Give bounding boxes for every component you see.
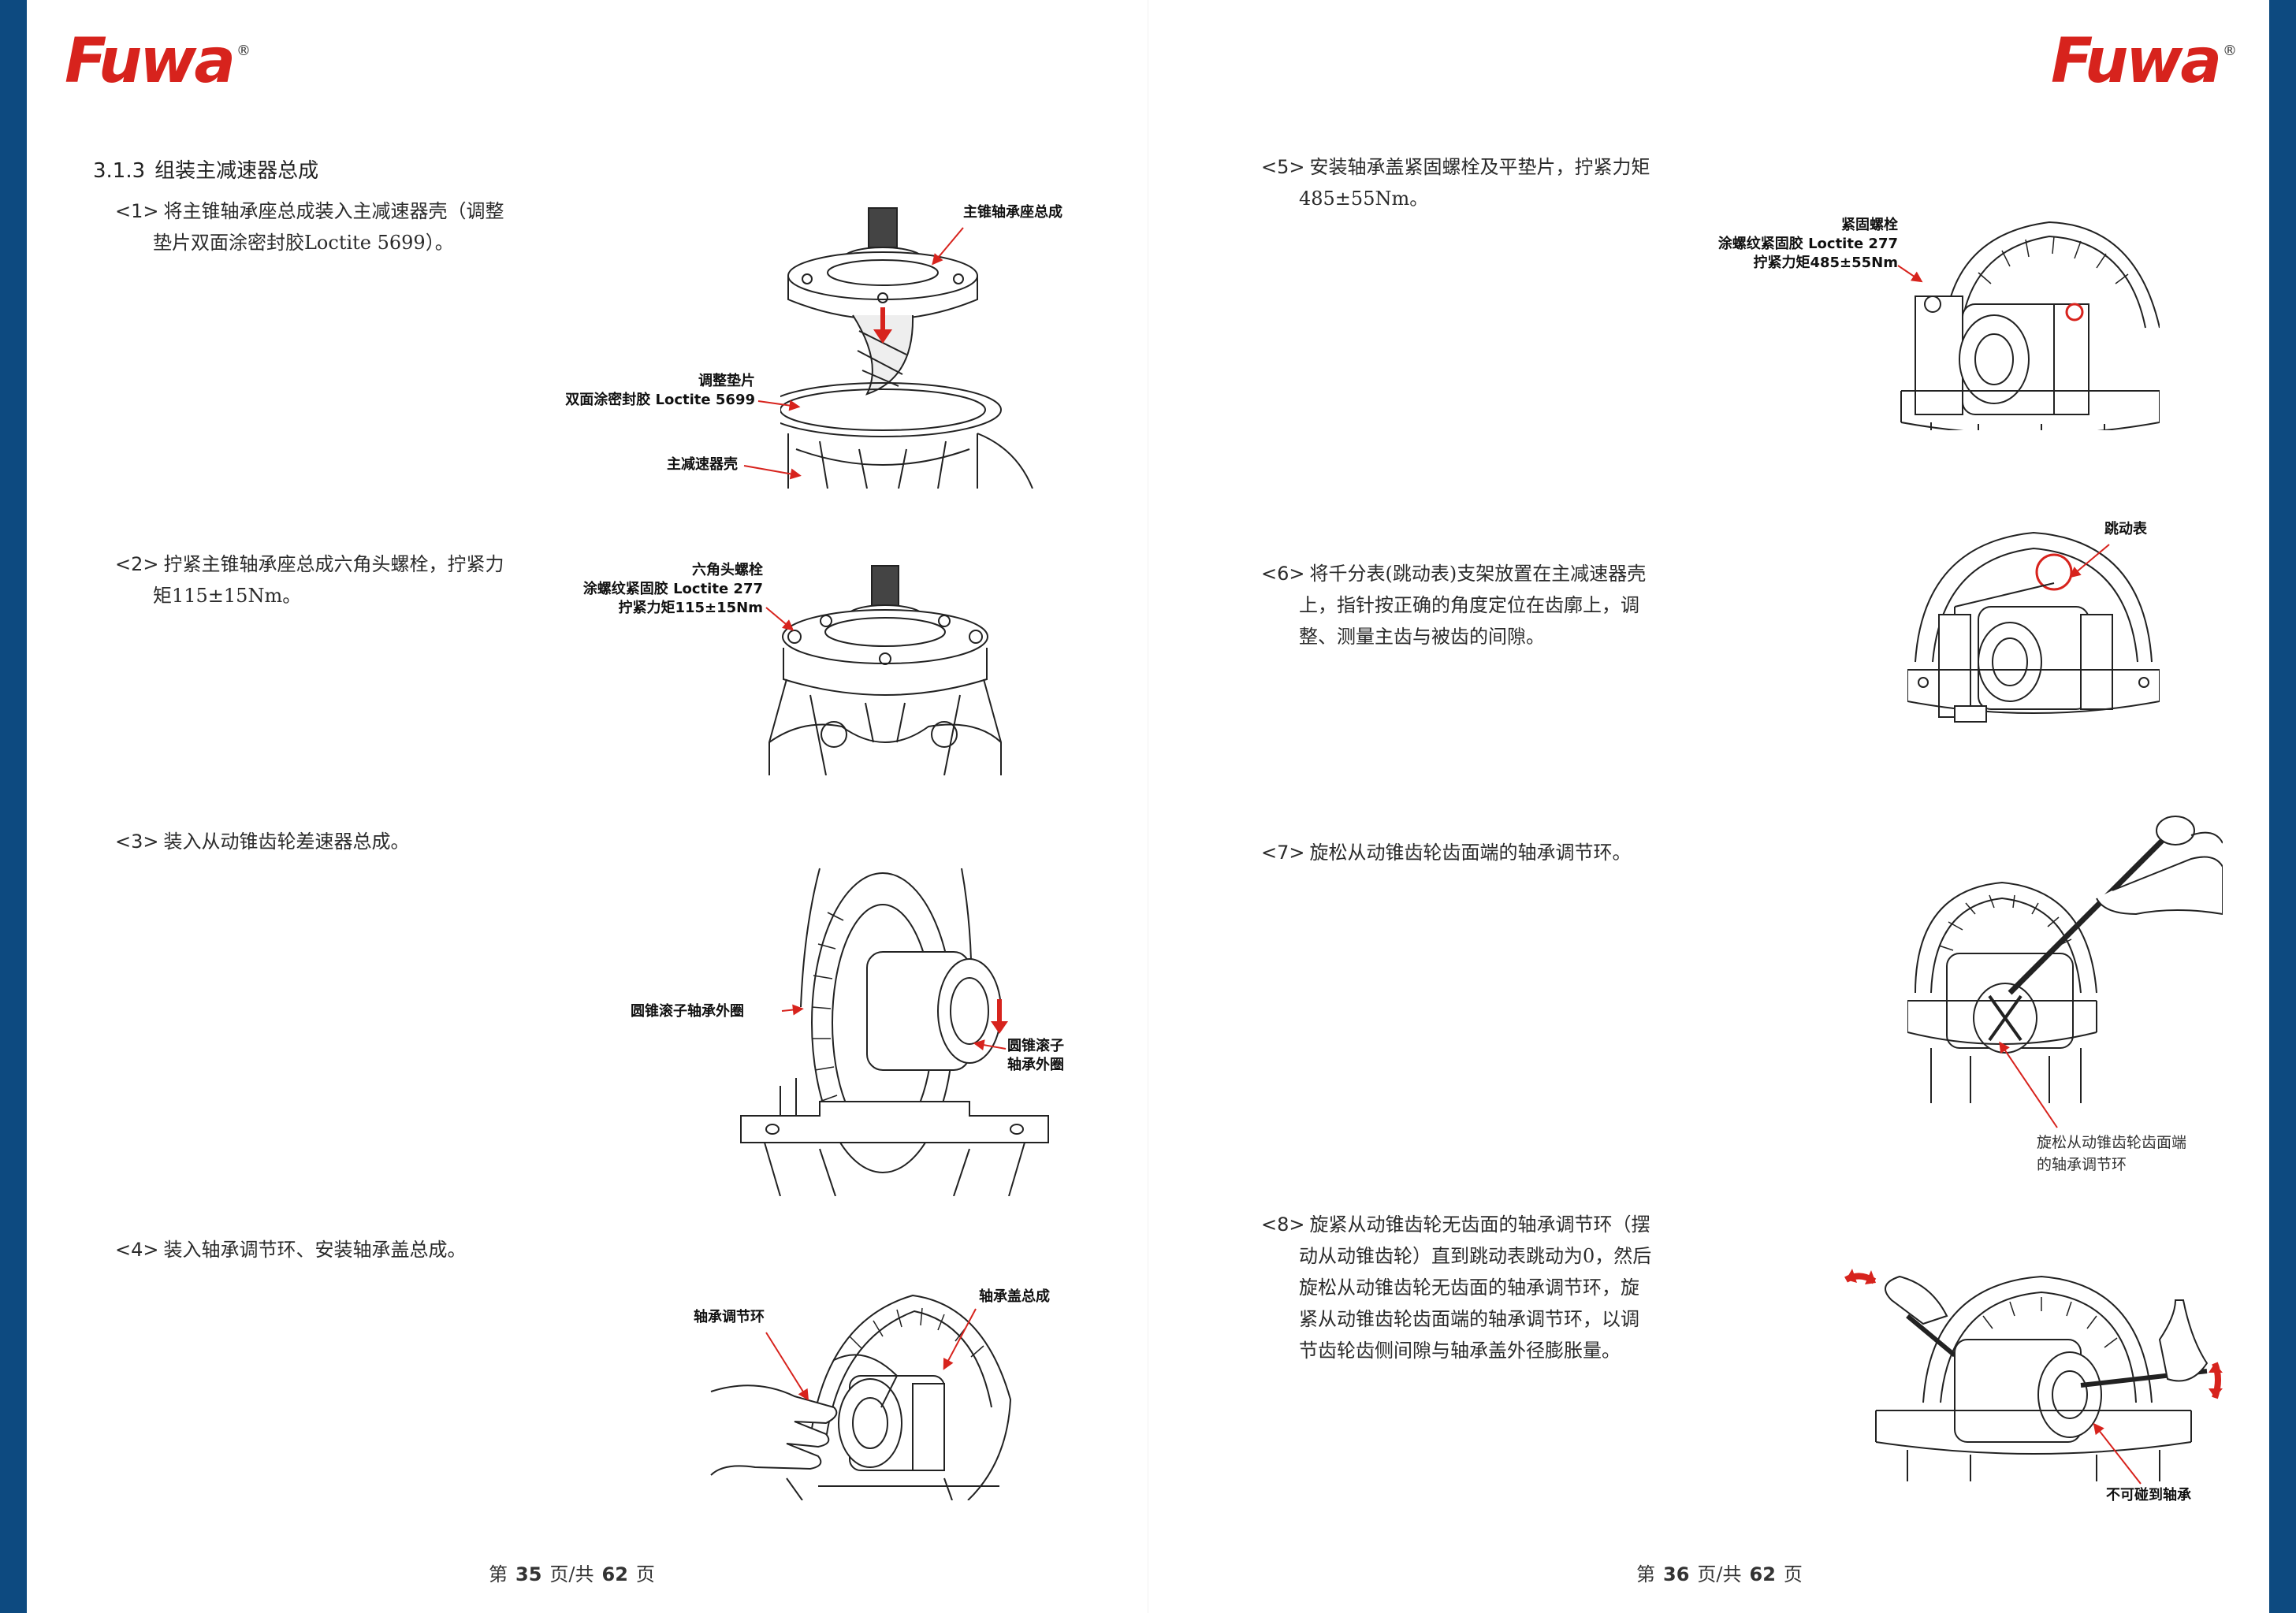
figure-loosen-ring bbox=[1907, 812, 2223, 1103]
figure-bearing-cap-install bbox=[708, 1289, 1012, 1500]
label-outer-ring: 圆锥滚子轴承外圈 bbox=[631, 1003, 744, 1020]
footer-text: 页/共 bbox=[1697, 1563, 1742, 1585]
label-tapered-bearing: 圆锥滚子 轴承外圈 bbox=[1007, 1037, 1064, 1075]
label-dial-indicator: 跳动表 bbox=[2104, 521, 2147, 537]
callout-line: 圆锥滚子 bbox=[1007, 1038, 1064, 1054]
fuwa-logo-left: Fuwa ® bbox=[65, 30, 251, 93]
step-text: 矩115±15Nm。 bbox=[153, 585, 302, 607]
step-4: <4>装入轴承调节环、安装轴承盖总成。 bbox=[115, 1234, 467, 1265]
step-text: 拧紧主锥轴承座总成六角头螺栓，拧紧力 bbox=[163, 553, 504, 575]
callout-line: 的轴承调节环 bbox=[2037, 1156, 2127, 1173]
step-3: <3>装入从动锥齿轮差速器总成。 bbox=[115, 826, 410, 857]
step-7: <7>旋松从动锥齿轮齿面端的轴承调节环。 bbox=[1261, 837, 1632, 868]
page-footer-right: 第 36 页/共 62 页 bbox=[1636, 1559, 1803, 1586]
callout-line: 拧紧力矩485±55Nm bbox=[1753, 255, 1898, 271]
logo-wordmark: Fuwa bbox=[65, 26, 236, 97]
step-number: <2> bbox=[115, 553, 159, 575]
label-reducer-housing: 主减速器壳 bbox=[667, 456, 738, 473]
step-number: <3> bbox=[115, 831, 159, 853]
step-number: <8> bbox=[1261, 1213, 1305, 1236]
section-heading: 3.1.3 组装主减速器总成 bbox=[93, 154, 318, 184]
step-text: 节齿轮齿侧间隙与轴承盖外径膨胀量。 bbox=[1299, 1340, 1621, 1362]
registered-mark: ® bbox=[236, 43, 251, 59]
figure-cap-bolts bbox=[1900, 217, 2160, 430]
callout-line: 拧紧力矩115±15Nm bbox=[618, 600, 763, 616]
logo-wordmark: Fuwa bbox=[2051, 26, 2222, 97]
step-5: <5>安装轴承盖紧固螺栓及平垫片，拧紧力矩 485±55Nm。 bbox=[1261, 151, 1650, 214]
fuwa-logo-right: Fuwa ® bbox=[2051, 30, 2237, 93]
footer-text: 页/共 bbox=[549, 1563, 594, 1585]
step-number: <7> bbox=[1261, 842, 1305, 864]
step-text: 装入轴承调节环、安装轴承盖总成。 bbox=[163, 1239, 467, 1261]
step-text: 垫片双面涂密封胶Loctite 5699）。 bbox=[153, 232, 454, 254]
figure-differential-install bbox=[733, 865, 1064, 1196]
callout-line: 涂螺纹紧固胶 Loctite 277 bbox=[1717, 236, 1898, 252]
callout-line: 双面涂密封胶 Loctite 5699 bbox=[565, 392, 755, 408]
label-hex-bolt: 六角头螺栓 涂螺纹紧固胶 Loctite 277 拧紧力矩115±15Nm bbox=[567, 561, 763, 618]
step-number: <5> bbox=[1261, 156, 1305, 178]
label-shim: 调整垫片 双面涂密封胶 Loctite 5699 bbox=[552, 372, 755, 410]
label-do-not-touch-bearing: 不可碰到轴承 bbox=[2106, 1487, 2191, 1503]
step-text: 动从动锥齿轮）直到跳动表跳动为0，然后 bbox=[1299, 1245, 1652, 1267]
step-text: 上，指针按正确的角度定位在齿廓上，调 bbox=[1299, 594, 1639, 616]
figure-tighten-ring bbox=[1844, 1253, 2223, 1481]
section-number: 3.1.3 bbox=[93, 159, 146, 183]
step-text: 旋紧从动锥齿轮无齿面的轴承调节环（摆 bbox=[1309, 1213, 1650, 1236]
footer-text: 第 bbox=[489, 1563, 508, 1585]
step-text: 将主锥轴承座总成装入主减速器壳（调整 bbox=[163, 200, 504, 222]
step-text: 紧从动锥齿轮齿面端的轴承调节环，以调 bbox=[1299, 1308, 1639, 1330]
callout-line: 涂螺纹紧固胶 Loctite 277 bbox=[582, 581, 763, 597]
step-2: <2>拧紧主锥轴承座总成六角头螺栓，拧紧力 矩115±15Nm。 bbox=[115, 548, 504, 611]
footer-text: 第 bbox=[1636, 1563, 1655, 1585]
step-text: 整、测量主齿与被齿的间隙。 bbox=[1299, 626, 1545, 648]
step-text: 旋松从动锥齿轮无齿面的轴承调节环，旋 bbox=[1299, 1277, 1639, 1299]
current-page-number: 35 bbox=[515, 1563, 542, 1585]
label-fastening-bolt: 紧固螺栓 涂螺纹紧固胶 Loctite 277 拧紧力矩485±55Nm bbox=[1695, 216, 1898, 273]
step-text: 485±55Nm。 bbox=[1299, 188, 1429, 210]
step-text: 将千分表(跳动表)支架放置在主减速器壳 bbox=[1309, 563, 1647, 585]
step-6: <6>将千分表(跳动表)支架放置在主减速器壳 上，指针按正确的角度定位在齿廓上，… bbox=[1261, 558, 1646, 652]
callout-line: 六角头螺栓 bbox=[692, 562, 763, 578]
total-pages: 62 bbox=[601, 1563, 628, 1585]
step-number: <4> bbox=[115, 1239, 159, 1261]
figure-bearing-seat-install bbox=[780, 197, 1048, 489]
callout-line: 调整垫片 bbox=[698, 373, 755, 389]
step-1: <1>将主锥轴承座总成装入主减速器壳（调整 垫片双面涂密封胶Loctite 56… bbox=[115, 195, 504, 258]
left-page-edge-bar bbox=[0, 0, 27, 1613]
note-loosen-ring: 旋松从动锥齿轮齿面端 的轴承调节环 bbox=[2037, 1132, 2186, 1176]
label-bearing-seat-assembly: 主锥轴承座总成 bbox=[963, 204, 1062, 221]
footer-text: 页 bbox=[635, 1563, 655, 1585]
step-text: 安装轴承盖紧固螺栓及平垫片，拧紧力矩 bbox=[1309, 156, 1650, 178]
footer-text: 页 bbox=[1783, 1563, 1803, 1585]
registered-mark: ® bbox=[2223, 43, 2238, 59]
callout-line: 紧固螺栓 bbox=[1841, 217, 1898, 233]
figure-dial-gauge bbox=[1907, 528, 2160, 733]
step-number: <6> bbox=[1261, 563, 1305, 585]
step-8: <8>旋紧从动锥齿轮无齿面的轴承调节环（摆 动从动锥齿轮）直到跳动表跳动为0，然… bbox=[1261, 1209, 1651, 1366]
current-page-number: 36 bbox=[1663, 1563, 1690, 1585]
label-bearing-cap-assembly: 轴承盖总成 bbox=[979, 1288, 1050, 1305]
leader-arrow bbox=[757, 400, 799, 408]
page-footer-left: 第 35 页/共 62 页 bbox=[489, 1559, 655, 1586]
figure-hex-bolts bbox=[755, 561, 1055, 775]
section-title: 组装主减速器总成 bbox=[154, 159, 319, 183]
right-page-edge-bar bbox=[2269, 0, 2296, 1613]
callout-line: 轴承外圈 bbox=[1007, 1057, 1064, 1073]
step-text: 装入从动锥齿轮差速器总成。 bbox=[163, 831, 410, 853]
callout-line: 旋松从动锥齿轮齿面端 bbox=[2037, 1134, 2187, 1151]
step-number: <1> bbox=[115, 200, 159, 222]
total-pages: 62 bbox=[1749, 1563, 1776, 1585]
step-text: 旋松从动锥齿轮齿面端的轴承调节环。 bbox=[1309, 842, 1632, 864]
label-adjusting-ring: 轴承调节环 bbox=[694, 1309, 765, 1325]
